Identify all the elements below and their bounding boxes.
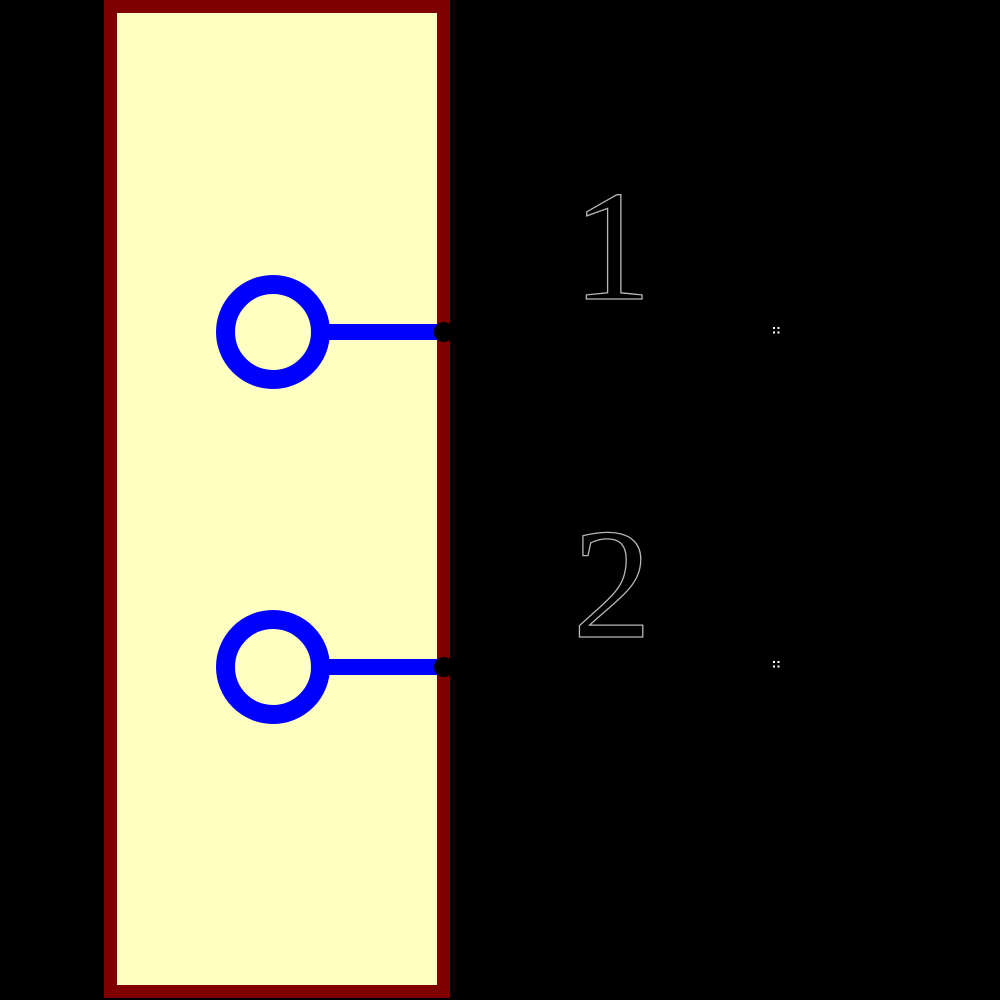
pin-1-endpoint-dot[interactable] xyxy=(434,322,454,342)
pin-2-endpoint-dot[interactable] xyxy=(434,657,454,677)
pin-2-number-label[interactable]: 2 xyxy=(572,496,652,672)
pin-1-inversion-bubble-icon xyxy=(216,275,330,389)
marker-dot xyxy=(777,327,780,329)
marker-dot xyxy=(773,331,775,334)
pin-2-tiny-grid-dots-icon xyxy=(773,661,780,668)
marker-dot xyxy=(773,661,775,663)
marker-dot xyxy=(773,327,775,329)
marker-dot xyxy=(777,665,780,668)
marker-dot xyxy=(777,331,780,334)
pin-1-tiny-grid-dots-icon xyxy=(773,327,780,334)
marker-dot xyxy=(777,661,780,663)
symbol-body[interactable] xyxy=(104,0,450,998)
marker-dot xyxy=(773,665,775,668)
pin-2-inversion-bubble-icon xyxy=(216,610,330,724)
pin-1[interactable] xyxy=(216,275,439,389)
pin-1-number-label[interactable]: 1 xyxy=(572,158,652,334)
pin-2[interactable] xyxy=(216,610,439,724)
